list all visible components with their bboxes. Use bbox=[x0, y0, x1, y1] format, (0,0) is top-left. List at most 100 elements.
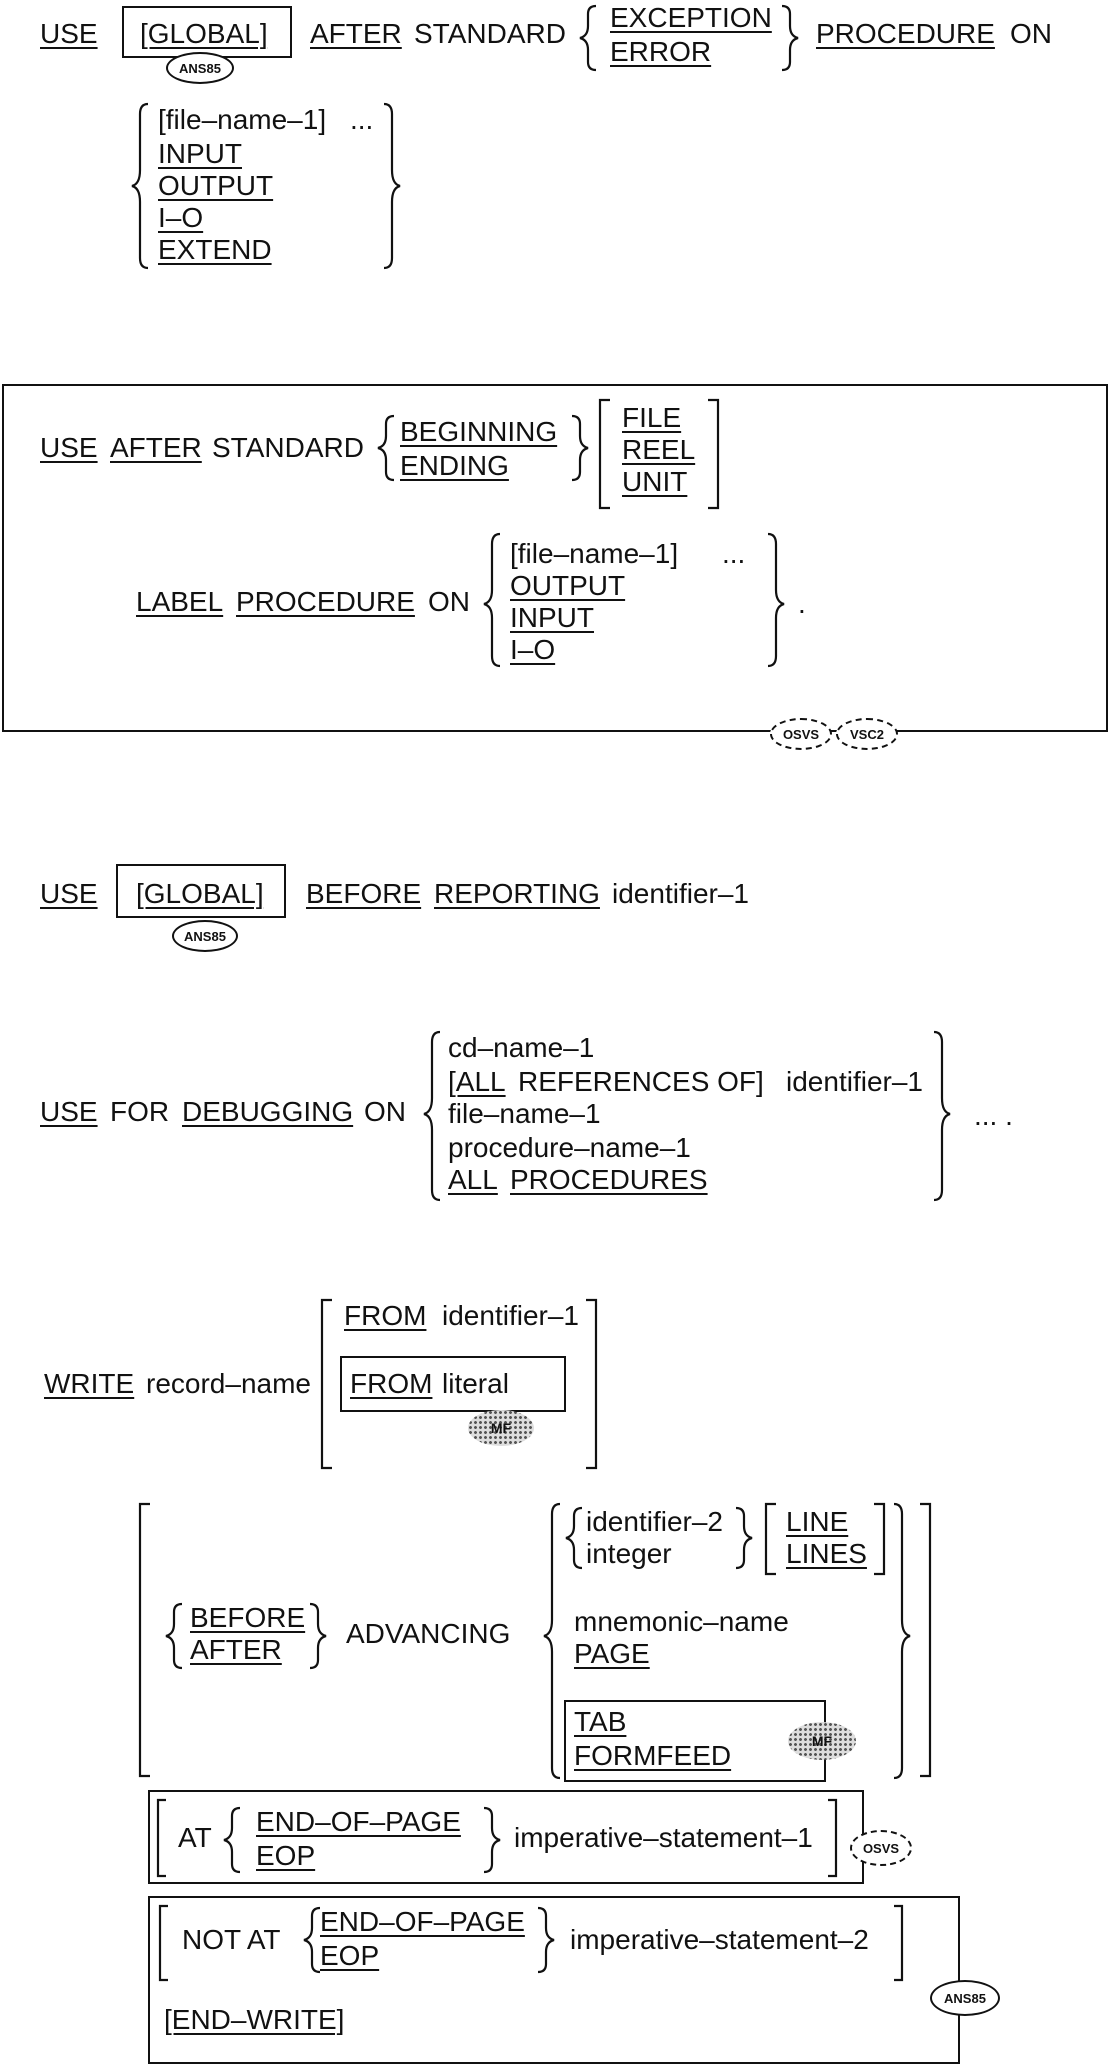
brace-left-exception bbox=[579, 4, 597, 72]
kw-before-write: BEFORE bbox=[190, 1602, 306, 1633]
kw-beginning: BEGINNING bbox=[400, 416, 558, 447]
kw-write: WRITE bbox=[44, 1368, 135, 1399]
ans85-badge-report: ANS85 bbox=[172, 920, 238, 952]
mf-badge-2: MF bbox=[788, 1722, 856, 1760]
kw-debugging: DEBUGGING bbox=[182, 1096, 354, 1127]
kw-lines: LINES bbox=[786, 1538, 867, 1569]
kw-line: LINE bbox=[786, 1506, 849, 1537]
kw-end-write: [END–WRITE] bbox=[164, 2004, 345, 2035]
kw-after-label: AFTER bbox=[110, 432, 202, 463]
kw-io: I–O bbox=[158, 202, 204, 233]
brace-right-file-list bbox=[383, 102, 401, 270]
from-literal-box bbox=[340, 1356, 566, 1412]
brace-left-file-list bbox=[131, 102, 149, 270]
ans85-badge: ANS85 bbox=[166, 52, 234, 84]
brace-right-eop1 bbox=[483, 1806, 501, 1874]
record-name: record–name bbox=[146, 1368, 311, 1399]
kw-global: [GLOBAL] bbox=[140, 18, 268, 49]
kw-output: OUTPUT bbox=[158, 170, 274, 201]
brace-right-exception bbox=[781, 4, 799, 72]
brace-right-eop2 bbox=[537, 1906, 555, 1974]
bracket-right-from bbox=[586, 1298, 598, 1470]
kw-for: FOR bbox=[110, 1096, 170, 1127]
brace-right-beginning bbox=[571, 414, 589, 482]
kw-references-of: REFERENCES OF] bbox=[518, 1066, 764, 1097]
imperative-statement-2: imperative–statement–2 bbox=[570, 1924, 869, 1955]
brace-right-identifier2 bbox=[735, 1506, 753, 1570]
kw-standard-label: STANDARD bbox=[212, 432, 364, 463]
procedure-name-1: procedure–name–1 bbox=[448, 1132, 691, 1163]
integer: integer bbox=[586, 1538, 672, 1569]
kw-procedure: PROCEDURE bbox=[816, 18, 995, 49]
vsc2-badge: VSC2 bbox=[836, 718, 898, 750]
kw-unit: UNIT bbox=[622, 466, 688, 497]
mnemonic-name: mnemonic–name bbox=[574, 1606, 789, 1637]
kw-from-2: FROM bbox=[350, 1368, 433, 1399]
mf-badge: MF bbox=[468, 1410, 534, 1446]
kw-after-write: AFTER bbox=[190, 1634, 282, 1665]
kw-formfeed: FORMFEED bbox=[574, 1740, 732, 1771]
bracket-right-advancing bbox=[920, 1502, 932, 1778]
file-name-1-label: [file–name–1] bbox=[510, 538, 679, 569]
kw-all-open: [ALL bbox=[448, 1066, 506, 1097]
bracket-left-advancing bbox=[138, 1502, 150, 1778]
brace-left-advancing-options bbox=[543, 1502, 561, 1780]
cd-name-1: cd–name–1 bbox=[448, 1032, 595, 1063]
kw-use-label: USE bbox=[40, 432, 98, 463]
literal: literal bbox=[442, 1368, 509, 1399]
brace-left-before-after bbox=[165, 1602, 183, 1670]
kw-from-1: FROM bbox=[344, 1300, 427, 1331]
ellipsis: ... bbox=[350, 104, 374, 135]
kw-after: AFTER bbox=[310, 18, 402, 49]
kw-before: BEFORE bbox=[306, 878, 422, 909]
kw-eop-2: EOP bbox=[320, 1940, 380, 1971]
kw-use-report: USE bbox=[40, 878, 98, 909]
brace-left-debug bbox=[423, 1030, 441, 1202]
bracket-right-line bbox=[874, 1502, 886, 1576]
brace-right-debug bbox=[933, 1030, 951, 1202]
osvs-badge-write: OSVS bbox=[850, 1830, 912, 1866]
kw-end-of-page-1: END–OF–PAGE bbox=[256, 1806, 461, 1837]
kw-end-of-page-2: END–OF–PAGE bbox=[320, 1906, 525, 1937]
ellipsis-debug: ... . bbox=[974, 1100, 1013, 1131]
kw-input-label: INPUT bbox=[510, 602, 594, 633]
kw-standard: STANDARD bbox=[414, 18, 566, 49]
kw-label: LABEL bbox=[136, 586, 224, 617]
kw-on-label: ON bbox=[428, 586, 470, 617]
brace-left-eop1 bbox=[223, 1806, 241, 1874]
bracket-right-file-reel bbox=[708, 398, 720, 510]
kw-use-debug: USE bbox=[40, 1096, 98, 1127]
kw-reel: REEL bbox=[622, 434, 696, 465]
bracket-left-file-reel bbox=[598, 398, 610, 510]
not-at-eop-box bbox=[148, 1896, 960, 2064]
kw-procedures: PROCEDURES bbox=[510, 1164, 708, 1195]
identifier-1-report: identifier–1 bbox=[612, 878, 749, 909]
kw-exception: EXCEPTION bbox=[610, 2, 772, 33]
bracket-left-line bbox=[764, 1502, 776, 1576]
kw-at: AT bbox=[178, 1822, 212, 1853]
brace-left-identifier2 bbox=[565, 1506, 583, 1570]
ans85-badge-write: ANS85 bbox=[930, 1980, 1000, 2016]
ellipsis-label: ... bbox=[722, 538, 746, 569]
identifier-2: identifier–2 bbox=[586, 1506, 723, 1537]
kw-input: INPUT bbox=[158, 138, 242, 169]
identifier-1-write: identifier–1 bbox=[442, 1300, 579, 1331]
kw-advancing: ADVANCING bbox=[346, 1618, 511, 1649]
kw-ending: ENDING bbox=[400, 450, 509, 481]
bracket-left-not-at bbox=[158, 1904, 168, 1982]
bracket-left-from bbox=[320, 1298, 332, 1470]
kw-io-label: I–O bbox=[510, 634, 556, 665]
brace-right-advancing-options bbox=[893, 1502, 911, 1780]
brace-left-beginning bbox=[377, 414, 395, 482]
bracket-right-at bbox=[828, 1798, 838, 1878]
brace-right-label-files bbox=[767, 532, 785, 668]
imperative-statement-1: imperative–statement–1 bbox=[514, 1822, 813, 1853]
label-procedure-box bbox=[2, 384, 1108, 732]
kw-tab: TAB bbox=[574, 1706, 627, 1737]
brace-left-eop2 bbox=[303, 1906, 321, 1974]
kw-all: ALL bbox=[448, 1164, 498, 1195]
period: . bbox=[798, 588, 806, 619]
kw-error: ERROR bbox=[610, 36, 712, 67]
kw-procedure-label: PROCEDURE bbox=[236, 586, 415, 617]
